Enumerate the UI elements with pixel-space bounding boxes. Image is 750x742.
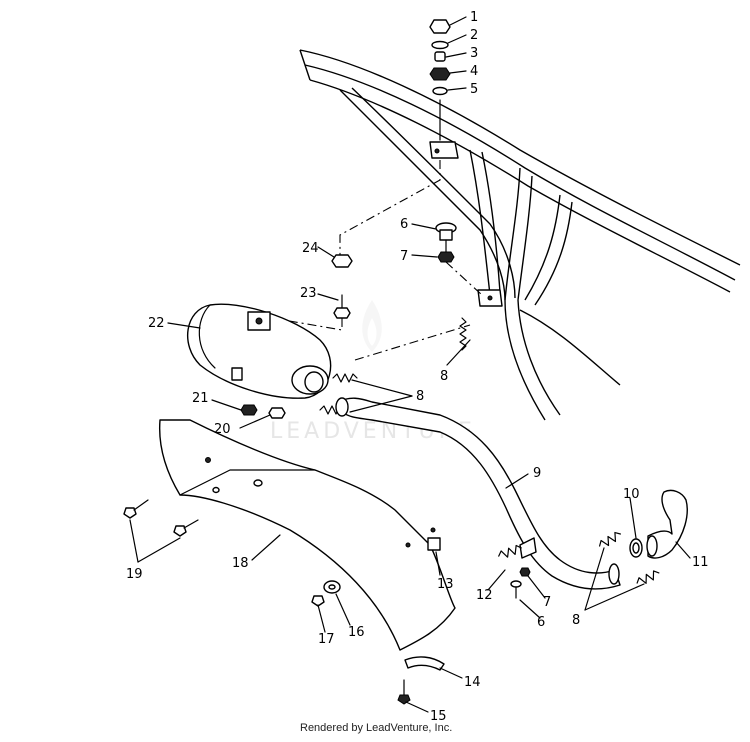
callout-22: 22 — [148, 316, 165, 331]
callout-6-lower: 6 — [537, 615, 545, 630]
callout-8-upper: 8 — [440, 369, 448, 384]
dash-line-spring — [354, 324, 471, 361]
heat-shield — [158, 419, 456, 651]
exhaust-pipe — [335, 397, 621, 590]
hardware-stack — [429, 19, 451, 141]
callout-14: 14 — [464, 675, 481, 690]
gasket-elbow — [629, 489, 688, 559]
callout-10: 10 — [623, 487, 640, 502]
muffler — [186, 303, 358, 419]
callout-1: 1 — [470, 10, 478, 25]
watermark-logo — [362, 300, 382, 352]
callout-19: 19 — [126, 567, 143, 582]
shield-screws — [123, 499, 199, 537]
washer-screw-16-17 — [311, 580, 341, 607]
callout-12: 12 — [476, 588, 493, 603]
callout-18: 18 — [232, 556, 249, 571]
callout-7: 7 — [400, 249, 408, 264]
dash-line-24 — [339, 160, 441, 255]
footer-credit: Rendered by LeadVenture, Inc. — [300, 722, 452, 734]
leader-lines — [129, 16, 691, 713]
callout-6: 6 — [400, 217, 408, 232]
grommet-mount — [435, 222, 483, 296]
callout-8-muffler: 8 — [416, 389, 424, 404]
callout-21: 21 — [192, 391, 209, 406]
callout-11: 11 — [692, 555, 709, 570]
muffler-nut-bolt — [331, 254, 353, 319]
callout-17: 17 — [318, 632, 335, 647]
callout-16: 16 — [348, 625, 365, 640]
vehicle-frame — [299, 49, 741, 421]
pipe-springs — [498, 531, 660, 599]
callout-13: 13 — [437, 577, 454, 592]
callout-24: 24 — [302, 241, 319, 256]
clamp-14-15 — [397, 656, 445, 705]
spring-upper — [459, 317, 467, 351]
callout-8-lower: 8 — [572, 613, 580, 628]
callout-15: 15 — [430, 709, 447, 724]
callout-9: 9 — [533, 466, 541, 481]
callout-5: 5 — [470, 82, 478, 97]
callout-2: 2 — [470, 28, 478, 43]
callout-7-lower: 7 — [543, 595, 551, 610]
callout-3: 3 — [470, 46, 478, 61]
callout-4: 4 — [470, 64, 478, 79]
callout-20: 20 — [214, 422, 231, 437]
callout-23: 23 — [300, 286, 317, 301]
dash-line-23 — [271, 317, 343, 331]
callout-labels: 1 2 3 4 5 6 7 24 23 22 8 8 21 20 9 10 11… — [126, 10, 709, 724]
